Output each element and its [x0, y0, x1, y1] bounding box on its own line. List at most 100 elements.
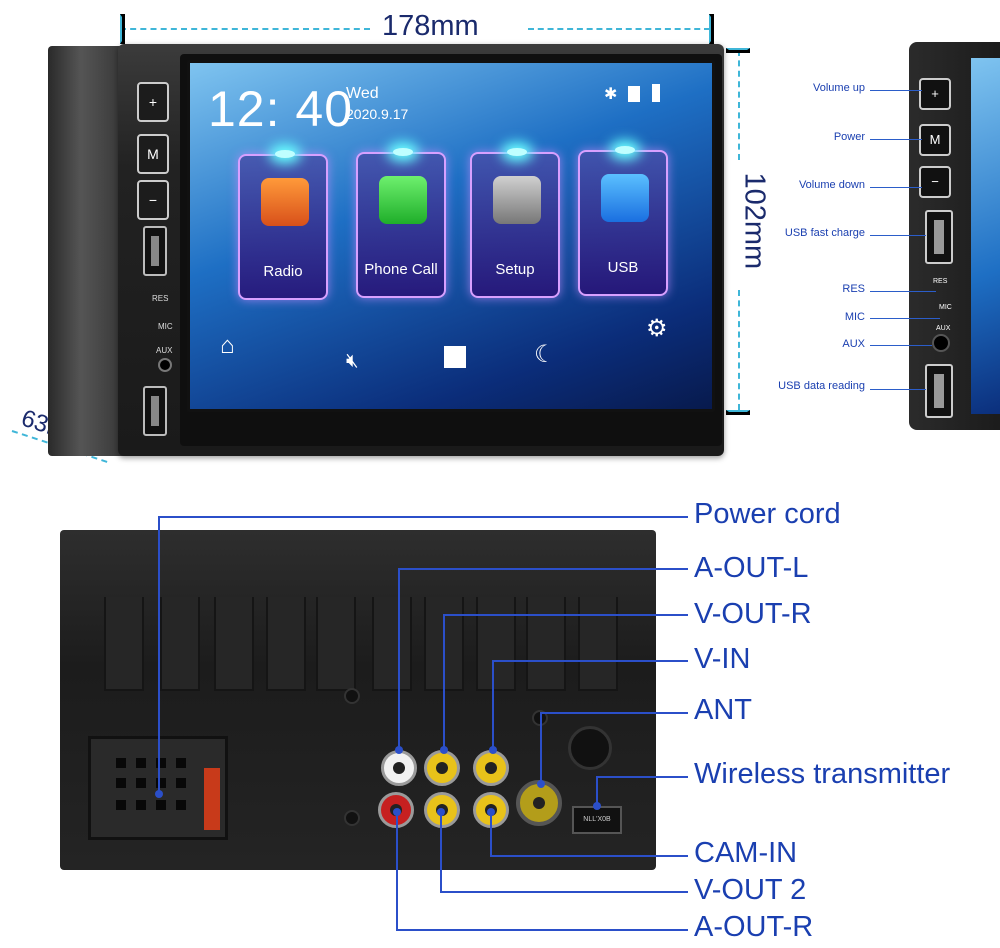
- side-aux-jack[interactable]: [932, 334, 950, 352]
- label-power-cord: Power cord: [694, 498, 841, 530]
- side-mic-tiny: MIC: [939, 304, 952, 311]
- lead-v-out-2-dot: [437, 808, 445, 816]
- width-tick-right: [709, 14, 714, 44]
- lead-v-in-v: [492, 660, 494, 750]
- connector-pin: [116, 758, 126, 768]
- width-dimension-line-right: [528, 28, 710, 30]
- usb-data-port[interactable]: [143, 386, 167, 436]
- lead-v-out-2-v: [440, 812, 442, 892]
- side-res-tiny: RES: [933, 278, 948, 285]
- lead-power-cord-dot: [155, 790, 163, 798]
- label-cam-in: CAM-IN: [694, 837, 798, 869]
- label-v-out-2: V-OUT 2: [694, 874, 807, 906]
- lead-v-out-2-h: [440, 891, 688, 893]
- width-dimension-label: 178mm: [382, 10, 479, 42]
- side-lead-mic: [870, 318, 940, 319]
- clock-day: Wed: [346, 85, 379, 102]
- wireless-transmitter-module: NLL'X0B: [572, 806, 622, 834]
- rear-fin: [266, 597, 306, 691]
- settings-icon: [493, 176, 541, 224]
- lead-cam-in-dot: [487, 808, 495, 816]
- lead-cam-in-v: [490, 812, 492, 856]
- unit-side-chassis: [48, 46, 130, 456]
- height-dimension-line-bottom: [738, 290, 740, 410]
- connector-pin: [176, 800, 186, 810]
- label-ant: ANT: [694, 694, 752, 726]
- lead-power-cord-h: [158, 516, 688, 518]
- side-lead-res: [870, 291, 936, 292]
- height-tick-bottom: [726, 410, 750, 415]
- mute-icon[interactable]: 🔇︎: [346, 350, 359, 372]
- usb-icon: [601, 174, 649, 222]
- height-tick-top: [726, 48, 750, 53]
- rear-fin: [316, 597, 356, 691]
- tile-glow: [275, 150, 295, 158]
- apps-grid-icon[interactable]: [444, 346, 466, 368]
- app-tile-phone-call[interactable]: Phone Call: [356, 148, 446, 298]
- rear-fin: [526, 597, 566, 691]
- volume-down-button[interactable]: −: [137, 180, 169, 220]
- connector-pin: [156, 778, 166, 788]
- connector-pin: [136, 778, 146, 788]
- usb-status-icon: [652, 84, 660, 102]
- lead-power-cord-v: [158, 516, 160, 794]
- side-power-button[interactable]: M: [919, 124, 951, 156]
- side-label-mic: MIC: [844, 311, 865, 323]
- tile-glow: [507, 148, 527, 156]
- clock-time: 12: 40: [208, 81, 354, 137]
- sd-card-icon: [628, 86, 640, 102]
- side-usb-data-port[interactable]: [925, 364, 953, 418]
- usb-fast-charge-port[interactable]: [143, 226, 167, 276]
- app-tile-setup[interactable]: Setup: [470, 148, 560, 298]
- lead-ant-h: [540, 712, 688, 714]
- lead-wireless-dot: [593, 802, 601, 810]
- radio-icon: [261, 178, 309, 226]
- lead-a-out-r-v: [396, 812, 398, 930]
- lead-v-in-h: [492, 660, 688, 662]
- home-icon[interactable]: ⌂: [220, 332, 235, 359]
- side-label-volume-down: Volume down: [798, 179, 865, 191]
- lead-v-out-r-v: [443, 614, 445, 750]
- rear-fin: [372, 597, 412, 691]
- aux-jack[interactable]: [158, 358, 172, 372]
- height-dimension-line-top: [738, 50, 740, 160]
- connector-pin: [136, 800, 146, 810]
- width-tick-left: [120, 14, 125, 44]
- app-tile-radio[interactable]: Radio: [238, 150, 328, 300]
- volume-up-button[interactable]: +: [137, 82, 169, 122]
- rca-a-out-l[interactable]: [381, 750, 417, 786]
- side-volume-up-button[interactable]: +: [919, 78, 951, 110]
- connector-pin: [176, 778, 186, 788]
- connector-pin: [156, 800, 166, 810]
- lead-a-out-r-h: [396, 929, 688, 931]
- gear-icon[interactable]: ⚙: [646, 315, 668, 342]
- power-mode-button[interactable]: M: [137, 134, 169, 174]
- app-label-setup: Setup: [495, 261, 535, 278]
- lead-a-out-l-h: [398, 568, 688, 570]
- rear-fin: [578, 597, 618, 691]
- connector-pin: [136, 758, 146, 768]
- side-label-usb-data-reading: USB data reading: [778, 380, 865, 392]
- rear-fin: [104, 597, 144, 691]
- label-v-out-r: V-OUT-R: [694, 598, 812, 630]
- lead-a-out-l-v: [398, 568, 400, 750]
- side-usb-fast-charge-port[interactable]: [925, 210, 953, 264]
- side-volume-down-button[interactable]: −: [919, 166, 951, 198]
- lead-cam-in-h: [490, 855, 688, 857]
- phone-icon: [379, 176, 427, 224]
- lead-wireless-h: [596, 776, 688, 778]
- rca-v-out-r[interactable]: [424, 750, 460, 786]
- res-label: RES: [152, 294, 169, 303]
- lead-v-in-dot: [489, 746, 497, 754]
- night-mode-icon[interactable]: ☾: [534, 341, 556, 368]
- side-lead-aux: [870, 345, 932, 346]
- fuse: [204, 768, 220, 830]
- rca-v-in[interactable]: [473, 750, 509, 786]
- app-tile-usb[interactable]: USB: [578, 146, 668, 296]
- lead-a-out-r-dot: [393, 808, 401, 816]
- app-label-phone-call: Phone Call: [364, 261, 438, 278]
- rear-fin: [476, 597, 516, 691]
- tile-glow: [615, 146, 635, 154]
- label-a-out-l: A-OUT-L: [694, 552, 809, 584]
- side-panel-screen: [971, 58, 1000, 414]
